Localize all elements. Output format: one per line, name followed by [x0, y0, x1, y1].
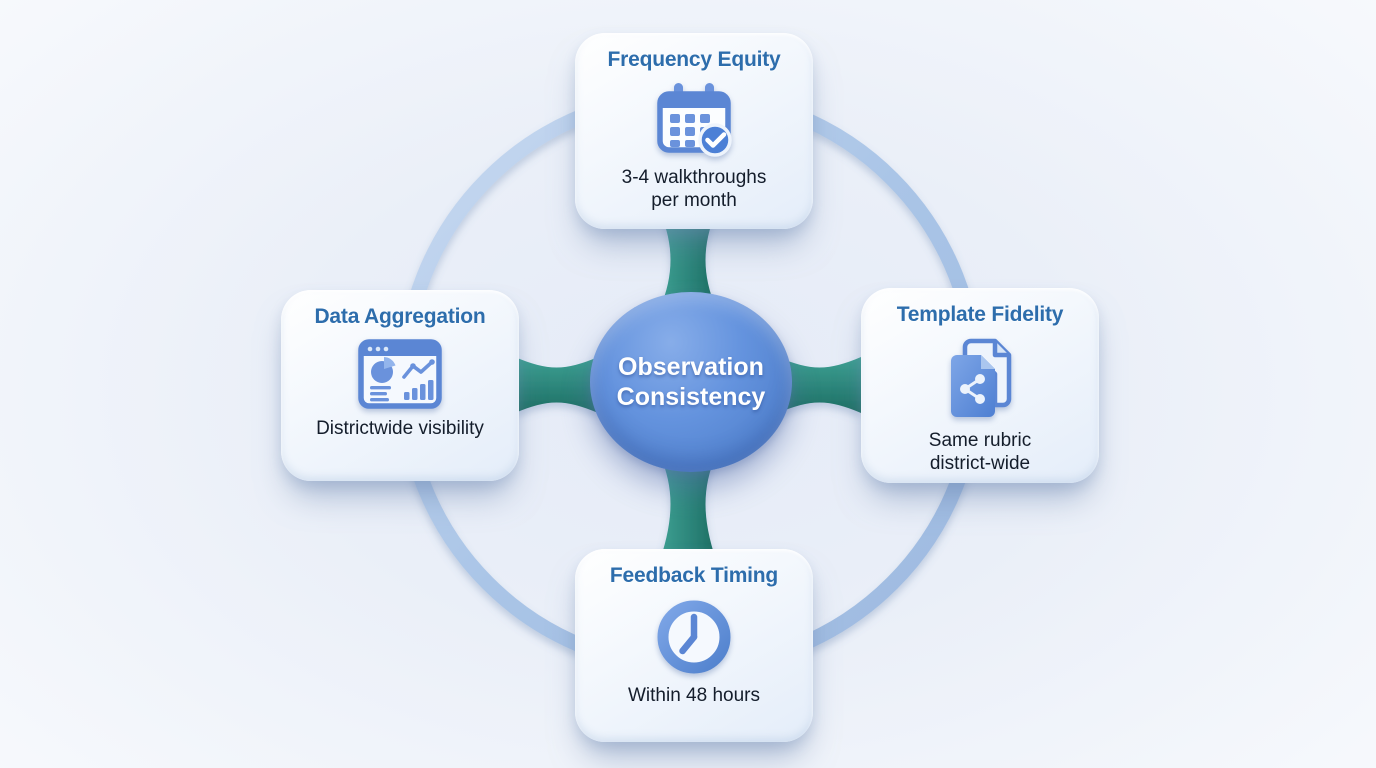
card-description: Within 48 hours: [627, 685, 760, 706]
center-node: Observation Consistency: [590, 292, 792, 472]
card-title: Feedback Timing: [609, 564, 779, 587]
dashboard-chart-icon: [357, 338, 443, 410]
node-card-template-fidelity: Template Fidelity: [861, 288, 1099, 483]
clock-icon: [654, 597, 734, 677]
node-card-feedback-timing: Feedback Timing Within 48 hours: [575, 549, 813, 742]
card-title: Data Aggregation: [314, 305, 486, 328]
card-title: Template Fidelity: [896, 303, 1064, 326]
connector-right: [778, 357, 861, 413]
connector-left: [515, 357, 598, 413]
connector-top: [660, 212, 716, 308]
document-share-icon: [943, 336, 1017, 422]
calendar-check-icon: [653, 81, 735, 159]
card-title: Frequency Equity: [607, 48, 781, 71]
node-card-frequency-equity: Frequency Equity: [575, 33, 813, 229]
center-node-label: Observation Consistency: [616, 352, 766, 412]
card-description: Districtwide visibility: [316, 418, 484, 439]
connector-bottom: [660, 455, 716, 560]
card-description: Same rubric district-wide: [928, 430, 1032, 475]
node-card-data-aggregation: Data Aggregation: [281, 290, 519, 481]
card-description: 3-4 walkthroughs per month: [621, 167, 767, 212]
